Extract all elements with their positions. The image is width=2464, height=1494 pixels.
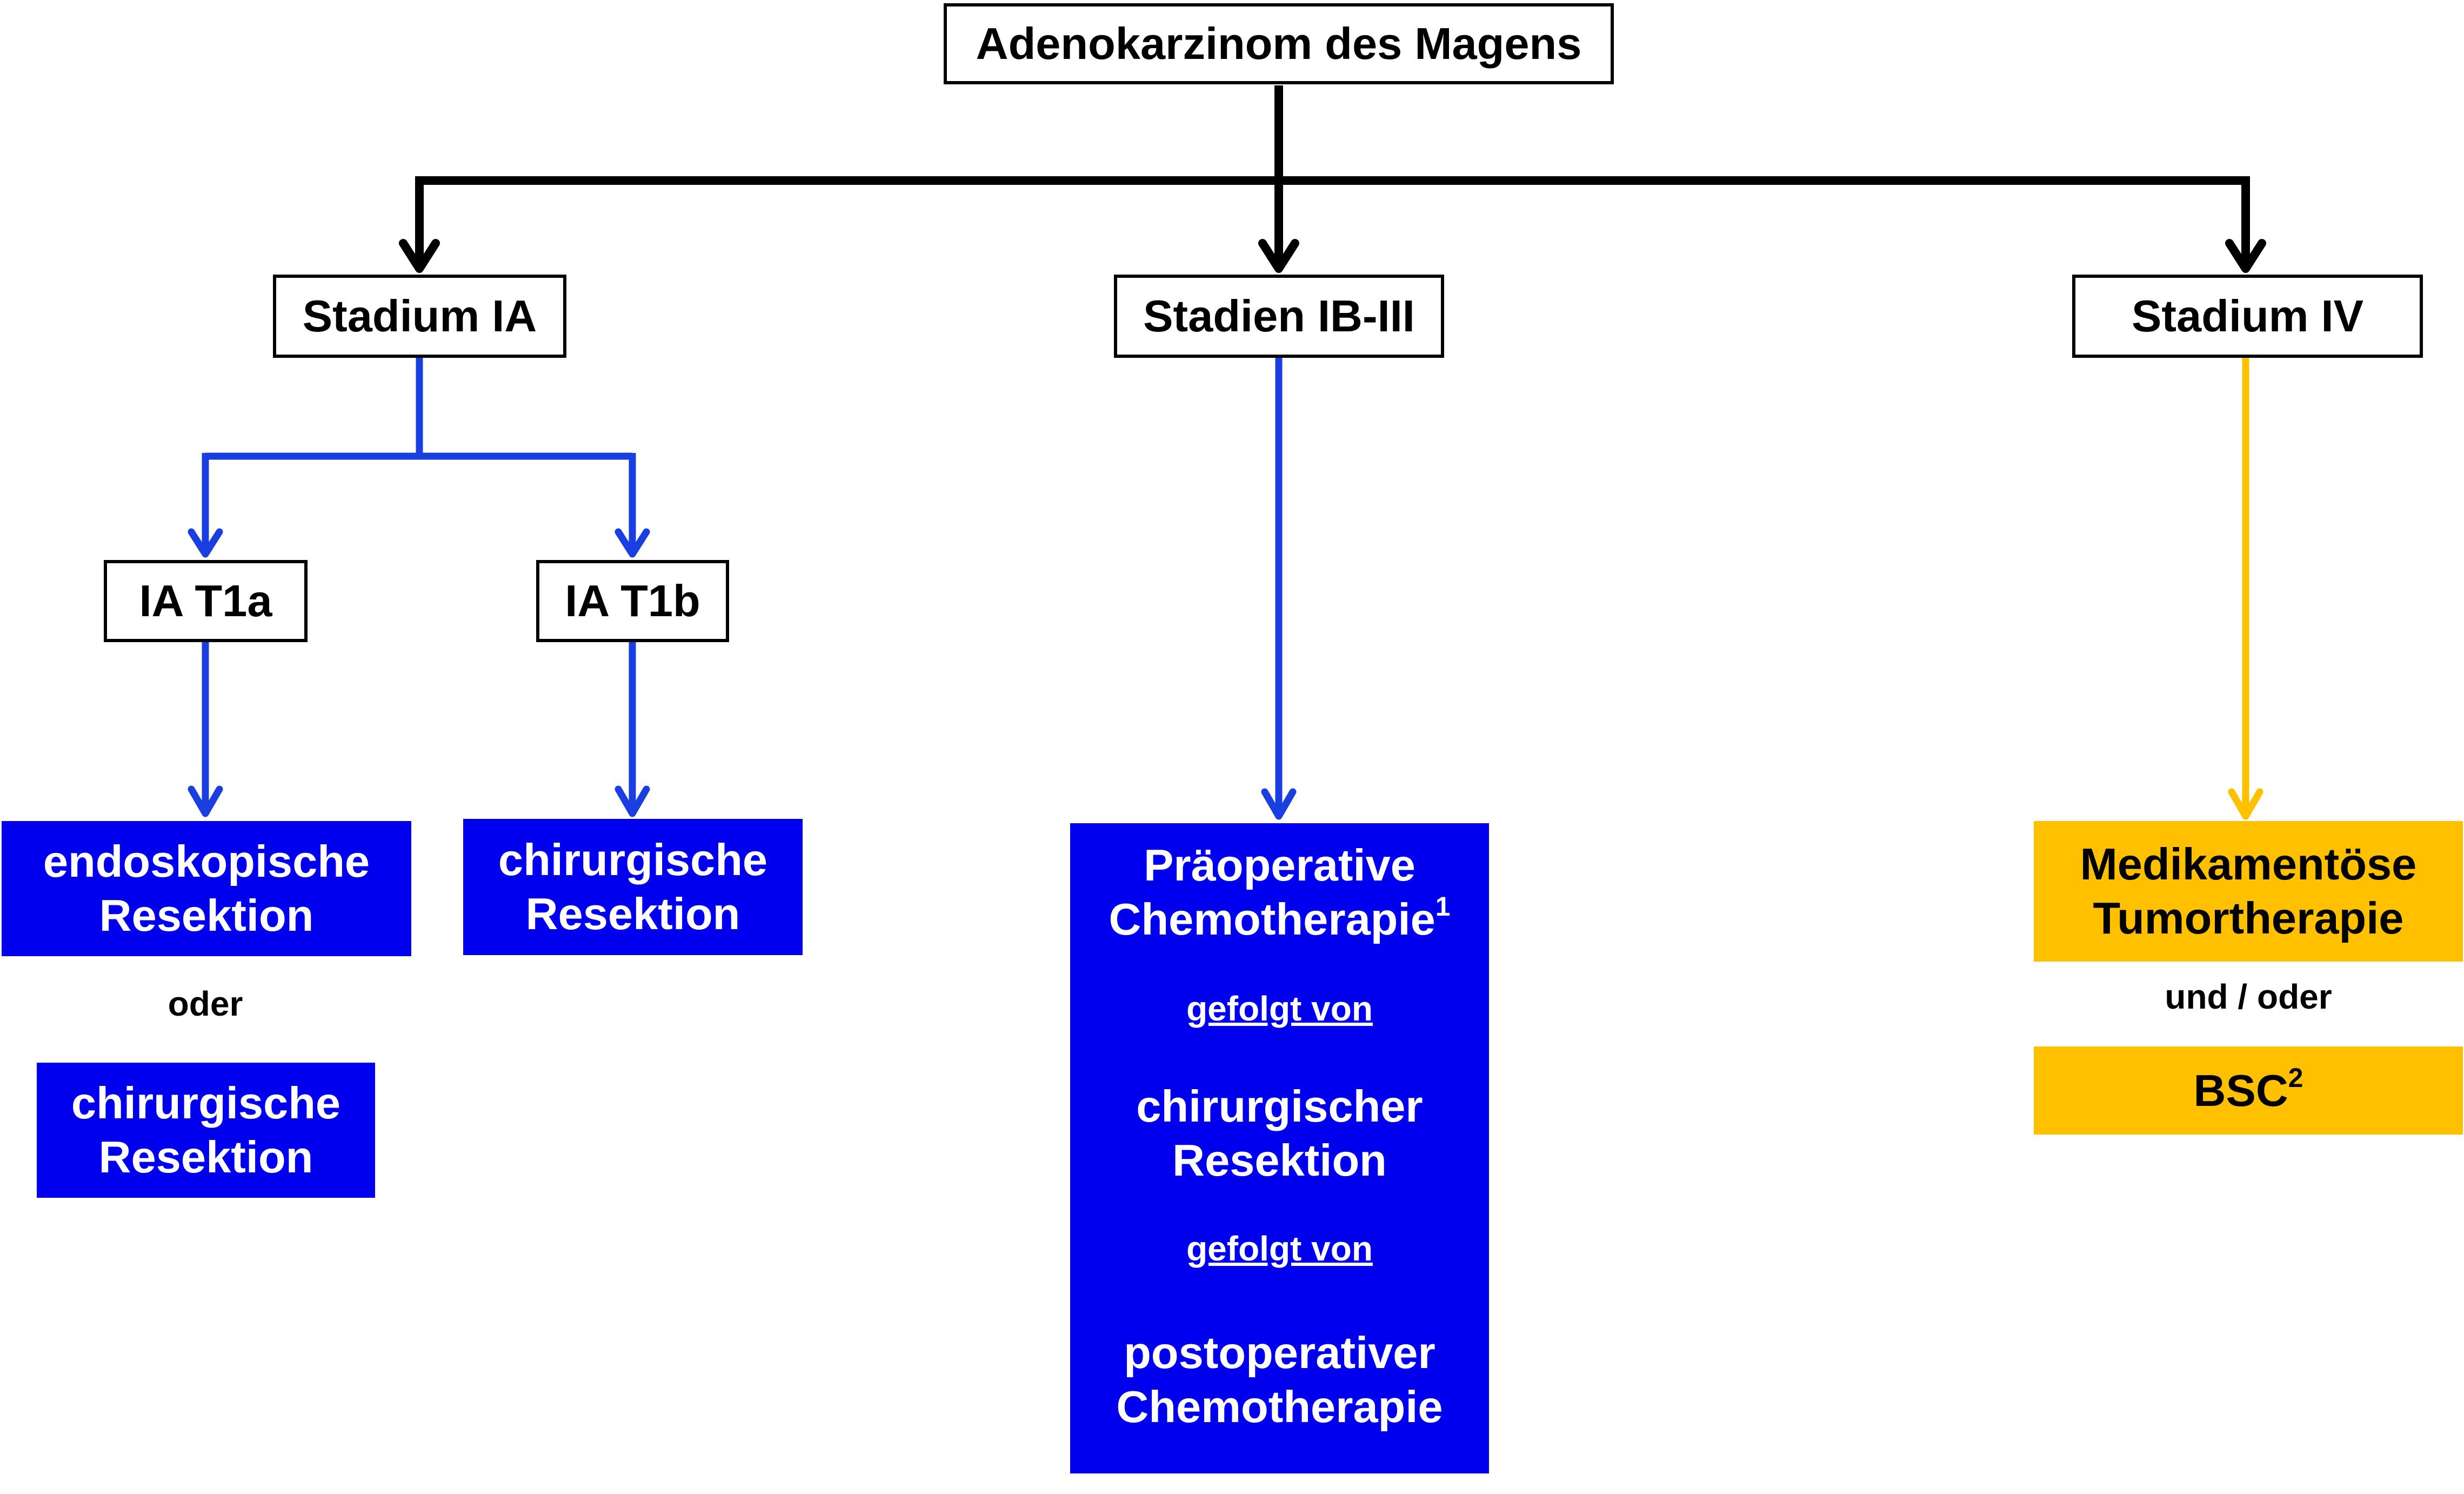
therapy-ib-iii-step1-line2: Chemotherapie1 — [1109, 891, 1451, 944]
therapy-medikamentoese-tumortherapie: Medikamentöse Tumortherapie — [2034, 821, 2463, 962]
arrowhead-stadium-ia — [399, 239, 440, 273]
therapy-bsc: BSC2 — [2034, 1046, 2463, 1135]
node-stadium-iv: Stadium IV — [2072, 275, 2423, 358]
stadium-iv-label: Stadium IV — [2132, 291, 2363, 341]
node-ia-t1b: IA T1b — [536, 560, 729, 642]
blue-arrowheads — [188, 528, 1297, 820]
stadium-ia-label: Stadium IA — [302, 291, 537, 341]
therapy-ib-iii-step2-line2: Resektion — [1172, 1135, 1387, 1185]
node-stadien-ib-iii: Stadien IB-III — [1114, 275, 1444, 358]
therapy-t1a-alt-line1: chirurgische — [71, 1078, 341, 1129]
iv-and-or-connector: und / oder — [2165, 977, 2332, 1016]
therapy-iv-line2: Tumortherapie — [2093, 893, 2404, 943]
root-node-adenokarzinom: Adenokarzinom des Magens — [944, 3, 1614, 84]
therapy-ib-iii-step1-line1: Präoperative — [1144, 840, 1415, 890]
therapy-t1a-line1: endoskopische — [43, 836, 370, 887]
therapy-t1a-line2: Resektion — [99, 890, 314, 941]
therapy-t1b-chirurgische-resektion: chirurgische Resektion — [463, 819, 803, 955]
arrowhead-iv-therapy — [2228, 788, 2263, 820]
t1a-or-connector: oder — [168, 984, 243, 1023]
arrowhead-stadium-iv — [2225, 239, 2266, 273]
therapy-ib-iii-step3-line2: Chemotherapie — [1116, 1381, 1443, 1432]
arrowhead-stadien-ib-iii — [1258, 239, 1299, 273]
root-label: Adenokarzinom des Magens — [976, 18, 1582, 69]
therapy-ib-iii-sequence: Präoperative Chemotherapie1 gefolgt von … — [1070, 823, 1489, 1473]
arrowhead-ia-t1b — [615, 528, 650, 558]
arrowhead-t1a-therapy — [188, 785, 223, 817]
therapy-t1a-chirurgische-resektion: chirurgische Resektion — [37, 1063, 375, 1198]
therapy-ib-iii-connector1: gefolgt von — [1186, 989, 1373, 1029]
therapy-ib-iii-connector2: gefolgt von — [1186, 1229, 1373, 1269]
therapy-t1b-line1: chirurgische — [498, 835, 768, 885]
node-ia-t1a: IA T1a — [104, 560, 308, 642]
root-arrowheads — [399, 239, 2266, 273]
therapy-endoskopische-resektion: endoskopische Resektion — [2, 821, 411, 956]
ia-t1a-label: IA T1a — [139, 576, 272, 626]
root-connectors — [415, 85, 2250, 265]
stadien-ib-iii-label: Stadien IB-III — [1143, 291, 1415, 341]
footnote-marker-2: 2 — [2288, 1062, 2303, 1093]
therapy-ib-iii-step2-line1: chirurgischer — [1136, 1081, 1423, 1131]
therapy-bsc-label: BSC2 — [2193, 1062, 2303, 1116]
therapy-t1a-alt-line2: Resektion — [98, 1132, 313, 1182]
arrowhead-ib-iii-therapy — [1261, 788, 1297, 820]
arrowhead-ia-t1a — [188, 528, 223, 558]
therapy-t1b-line2: Resektion — [525, 889, 740, 939]
arrowhead-t1b-therapy — [615, 785, 650, 817]
footnote-marker-1: 1 — [1435, 891, 1451, 922]
stage-iv-connectors — [2228, 354, 2263, 820]
stage-ia-connectors — [202, 358, 1283, 813]
node-stadium-ia: Stadium IA — [273, 275, 566, 358]
therapy-iv-line1: Medikamentöse — [2080, 839, 2417, 890]
ia-t1b-label: IA T1b — [565, 576, 700, 626]
therapy-ib-iii-step3-line1: postoperativer — [1124, 1327, 1435, 1378]
